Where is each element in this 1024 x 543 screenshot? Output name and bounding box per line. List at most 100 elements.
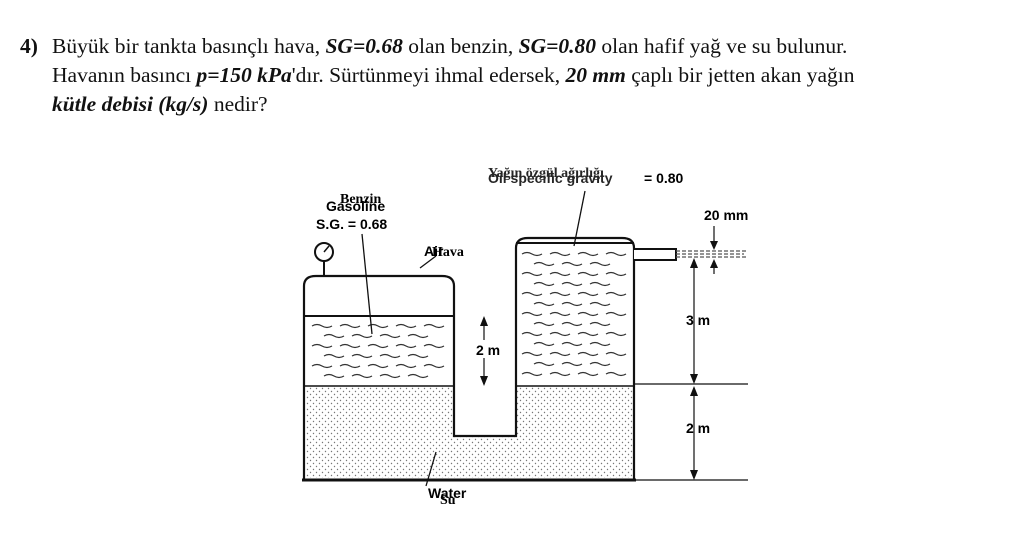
dim-2m-right-arrow-bottom [690, 470, 698, 480]
wave-mark [521, 371, 543, 377]
line1-seg-4: olan hafif yağ ve su bulunur. [596, 34, 848, 58]
wave-mark [521, 291, 543, 297]
line1-seg-2: olan benzin, [402, 34, 519, 58]
dim-2m-mid-label: 2 m [476, 342, 500, 358]
wave-mark [533, 301, 555, 307]
wave-mark [351, 353, 373, 359]
line2-seg-3: 20 mm [565, 63, 626, 87]
wave-mark [549, 291, 571, 297]
wave-mark [549, 331, 571, 337]
line2-seg-0: Havanın basıncı [52, 63, 197, 87]
gasoline-leader [361, 233, 373, 335]
dim-2m-mid-arrow-bottom [480, 376, 488, 386]
water-label-tr: Su [440, 493, 456, 508]
wave-mark [311, 343, 333, 349]
wave-mark [323, 373, 345, 379]
wave-mark [549, 251, 571, 257]
wave-mark [605, 311, 627, 317]
dim-3m-arrow-bottom [690, 374, 698, 384]
wave-mark [549, 271, 571, 277]
wave-mark [589, 301, 611, 307]
gasoline-sg: S.G. = 0.68 [316, 216, 387, 232]
wave-mark [577, 271, 599, 277]
wave-mark [549, 351, 571, 357]
wave-mark [577, 351, 599, 357]
dim-3m-arrow-top [690, 258, 698, 268]
wave-mark [589, 341, 611, 347]
line2-seg-1: p=150 kPa [196, 63, 292, 87]
wave-mark [561, 281, 583, 287]
wave-mark [379, 373, 401, 379]
wave-mark [311, 323, 333, 329]
wave-mark [423, 323, 445, 329]
oil-leader [573, 190, 586, 247]
oil-label-tr: Yağın özgül ağırlığı [488, 166, 604, 181]
wave-mark [561, 361, 583, 367]
wave-mark [577, 371, 599, 377]
wave-mark [339, 363, 361, 369]
wave-mark [395, 323, 417, 329]
wave-mark [533, 341, 555, 347]
wave-mark [605, 351, 627, 357]
wave-mark [323, 333, 345, 339]
oil-wave-marks [521, 251, 627, 377]
water-region [306, 386, 634, 478]
wave-mark [423, 343, 445, 349]
oil-label-en: Oil specific gravity [488, 170, 613, 186]
water-leader [425, 451, 437, 487]
jet-stream [676, 250, 748, 258]
dim-3m-label: 3 m [686, 312, 710, 328]
wave-mark [605, 271, 627, 277]
wave-mark [407, 373, 429, 379]
wave-mark [521, 351, 543, 357]
wave-mark [589, 361, 611, 367]
wave-mark [407, 353, 429, 359]
wave-mark [589, 281, 611, 287]
wave-mark [339, 323, 361, 329]
wave-mark [549, 371, 571, 377]
line2-seg-4: çaplı bir jetten akan yağın [625, 63, 855, 87]
wave-mark [521, 331, 543, 337]
dim-2m-mid-arrow-top [480, 316, 488, 326]
wave-mark [339, 343, 361, 349]
wave-mark [561, 341, 583, 347]
line1-seg-3: SG=0.80 [518, 34, 597, 58]
line2-seg-2: 'dır. Sürtünmeyi ihmal edersek, [291, 63, 566, 87]
wave-mark [577, 251, 599, 257]
tank-outline [302, 236, 636, 482]
wave-mark [367, 363, 389, 369]
wave-mark [423, 363, 445, 369]
wave-mark [533, 361, 555, 367]
question-line-2: Havanın basıncı p=150 kPa'dır. Sürtünmey… [20, 61, 1006, 90]
question-number: 4) [20, 34, 38, 58]
wave-mark [379, 353, 401, 359]
wave-mark [577, 311, 599, 317]
oil-sg-value: = 0.80 [644, 170, 684, 186]
wave-mark [589, 261, 611, 267]
wave-mark [351, 333, 373, 339]
wave-mark [605, 251, 627, 257]
gasoline-label-tr: Benzin [340, 192, 381, 207]
wave-mark [605, 371, 627, 377]
wave-mark [367, 343, 389, 349]
wave-mark [379, 333, 401, 339]
dim-20mm-arrow-bottom [710, 259, 718, 268]
question-text: 4)Büyük bir tankta basınçlı hava, SG=0.6… [20, 32, 1006, 119]
dim-2m-right-arrow-top [690, 386, 698, 396]
wave-mark [549, 311, 571, 317]
wave-mark [605, 331, 627, 337]
water-label-en: Water [428, 485, 467, 501]
question-line-1: 4)Büyük bir tankta basınçlı hava, SG=0.6… [20, 32, 1006, 61]
line1-seg-0: Büyük bir tankta basınçlı hava, [52, 34, 326, 58]
line3-seg-0: kütle debisi (kg/s) [52, 92, 209, 116]
gasoline-wave-marks [311, 323, 445, 379]
gauge-needle [323, 245, 330, 253]
wave-mark [589, 321, 611, 327]
wave-mark [533, 261, 555, 267]
wave-mark [533, 281, 555, 287]
air-leader [419, 255, 437, 269]
wave-mark [521, 271, 543, 277]
line3-seg-1: nedir? [208, 92, 268, 116]
wave-mark [605, 291, 627, 297]
